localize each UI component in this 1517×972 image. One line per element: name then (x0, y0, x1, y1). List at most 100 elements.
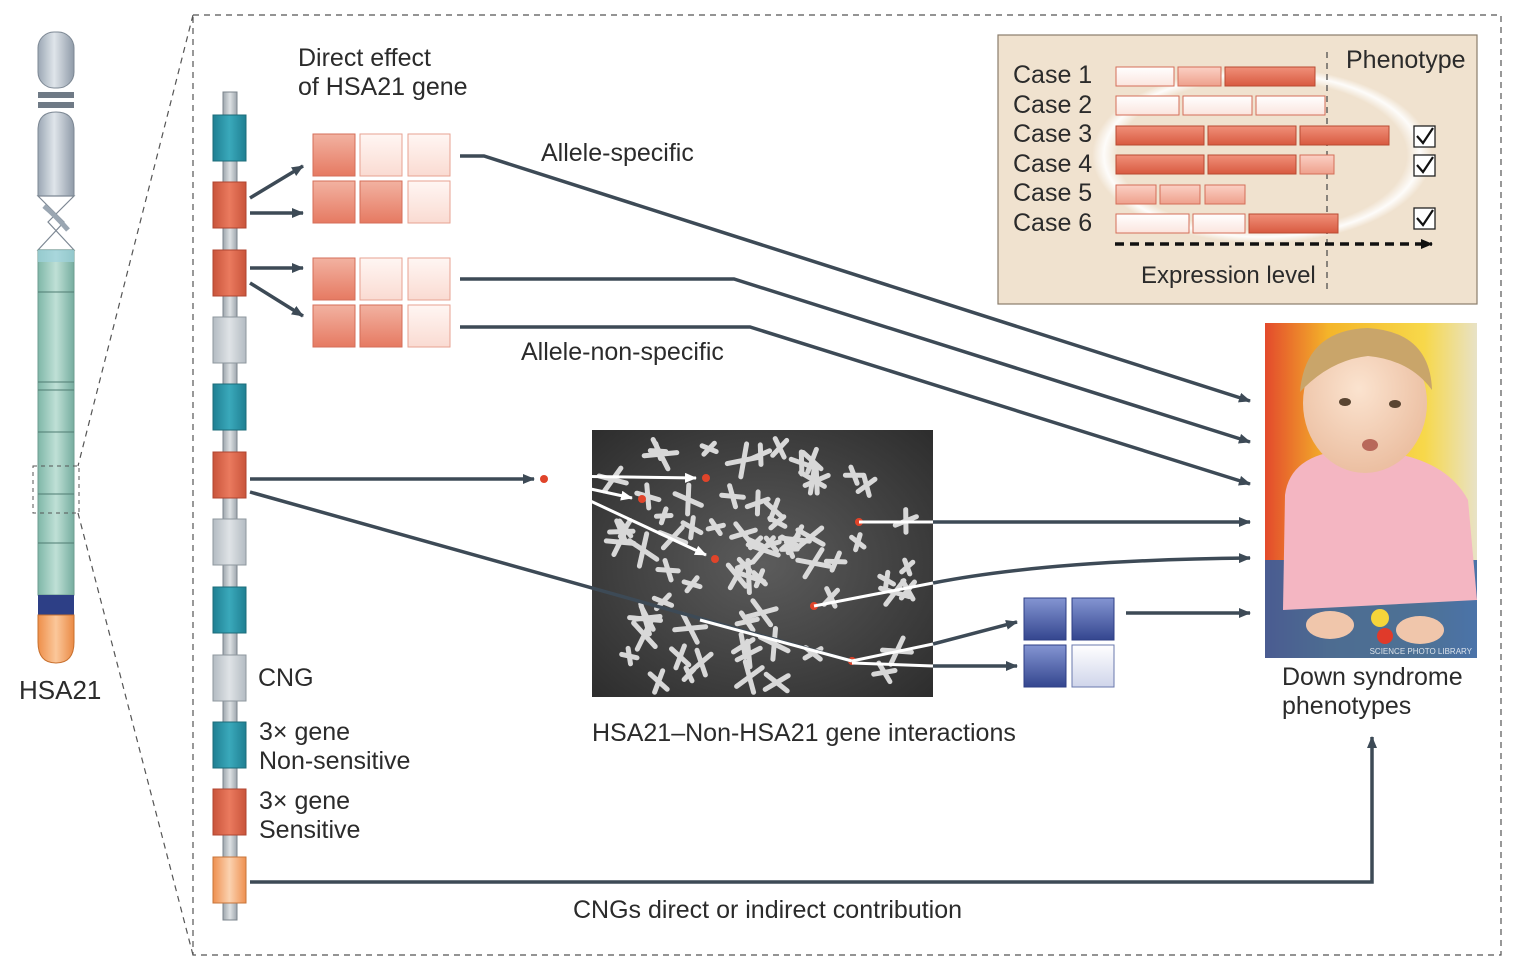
micrograph-chromosome (807, 463, 818, 496)
arrow-interaction-to-phenotype (932, 553, 1251, 585)
chromosome-tip (37, 614, 75, 664)
spine-axis (222, 91, 238, 921)
legend-swatch-sensitive (212, 788, 247, 836)
micrograph-background (592, 430, 933, 697)
micrograph-chromosome (636, 531, 650, 569)
micrograph-chromosome (680, 611, 700, 645)
non-hsa21-gene-grid (1023, 597, 1115, 688)
expression-bars (1115, 66, 1390, 234)
micrograph-chromosome (823, 558, 848, 565)
micrograph-chromosome (770, 626, 778, 662)
case-label: Case 4 (1013, 150, 1093, 178)
micrograph-chromosome (653, 441, 663, 461)
micrograph-chromosome (614, 518, 629, 545)
micrograph-chromosome (738, 610, 756, 633)
micrograph-chromosome (855, 476, 878, 494)
arrow-gene-to-grid (249, 164, 304, 200)
gene-block-teal (212, 383, 247, 431)
grid-allele-non-specific (312, 257, 451, 348)
photo-face (1303, 333, 1427, 473)
zoom-frame-border (192, 14, 1502, 956)
micrograph-chromosome (685, 482, 692, 517)
chromosome-spread-micrograph (592, 430, 933, 697)
arrow-white (553, 472, 697, 483)
interaction-node (540, 475, 548, 483)
micrograph-chromosome (734, 665, 765, 689)
gene-block-grey (212, 316, 247, 364)
zoom-frame (77, 14, 1502, 956)
chromosome-dark-band (38, 595, 74, 615)
arrow-to-blue-genes (932, 619, 1018, 646)
case-label: Case 3 (1013, 120, 1093, 148)
check-icon (1416, 209, 1434, 227)
arrow-non-specific-to-phenotype (460, 277, 1251, 444)
micrograph-chromosome (651, 595, 675, 608)
micrograph-chromosome (848, 464, 860, 486)
arrow-white (851, 661, 934, 668)
micrograph-chromosome (763, 671, 790, 694)
micrograph-chromosome (733, 521, 754, 546)
photo-hair (1300, 328, 1432, 392)
micrograph-chromosome (734, 645, 763, 663)
gene-block-orange (212, 856, 247, 904)
zoom-guide-bottom (77, 512, 194, 956)
arrow-white (851, 642, 934, 663)
zoom-region-marker (32, 465, 80, 514)
micrograph-chromosome (767, 497, 781, 523)
micrograph-chromosome (662, 558, 674, 583)
micrograph-chromosome (744, 496, 771, 510)
case-label: Case 2 (1013, 91, 1093, 119)
interaction-arrows-white (553, 472, 934, 668)
micrograph-chromosome (727, 561, 747, 591)
micrograph-chromosome (724, 454, 763, 467)
micrograph-chromosome (770, 437, 790, 458)
micrograph-chromosome (603, 538, 637, 546)
expression-level-label: Expression level (1141, 262, 1316, 289)
check-icon (1416, 127, 1434, 145)
allele-specific-label: Allele-specific (541, 139, 694, 167)
gene-block-teal (212, 586, 247, 634)
micrograph-chromosome (708, 518, 723, 536)
expression-inset (997, 34, 1478, 305)
arrow-white (699, 618, 853, 663)
case-label: Case 1 (1013, 61, 1093, 89)
micrograph-chromosome (795, 527, 826, 547)
micrograph-chromosome (763, 535, 780, 554)
arrow-white (553, 479, 633, 501)
check-icon (1416, 156, 1434, 174)
gene-block-teal (212, 114, 247, 162)
micrograph-chromosome (876, 660, 893, 685)
allele-non-specific-label: Allele-non-specific (521, 338, 724, 366)
legend-swatch-non-sensitive (212, 721, 247, 769)
micrograph-chromosome (644, 482, 652, 511)
case-label: Case 6 (1013, 209, 1093, 237)
photo-credit: SCIENCE PHOTO LIBRARY (1370, 647, 1473, 656)
arrow-non-specific-to-phenotype (460, 325, 1251, 486)
legend-cng-label: CNG (258, 664, 314, 692)
chromosome-stalk-band (38, 102, 74, 108)
micrograph-chromosome (673, 643, 687, 671)
gene-spine (212, 91, 247, 921)
chromosome-stalk-band (38, 92, 74, 98)
arrow-gene-to-grid (249, 281, 304, 318)
micrograph-chromosome (653, 513, 674, 519)
direct-effect-title: Direct effect of HSA21 gene (298, 44, 468, 101)
legend-sensitive-label: 3× gene Sensitive (259, 787, 361, 844)
micrograph-chromosome (783, 539, 796, 559)
child-photo (1265, 323, 1477, 658)
arrow-allele-specific-to-phenotype (460, 154, 1251, 403)
arrow-white (553, 482, 707, 557)
micrograph-chromosome (898, 579, 917, 601)
chromosome-ideogram (32, 31, 80, 664)
micrograph-chromosome (699, 443, 719, 455)
micrograph-chromosome (625, 645, 633, 667)
chromosome-satellite (37, 31, 75, 89)
gene-block-red (212, 249, 247, 297)
direct-effect-grids (312, 133, 451, 348)
arrow-white (813, 581, 934, 608)
micrograph-chromosome (745, 558, 752, 595)
gene-block-grey (212, 518, 247, 566)
grid-allele-specific (312, 133, 451, 224)
micrograph-chromosome (821, 587, 840, 607)
